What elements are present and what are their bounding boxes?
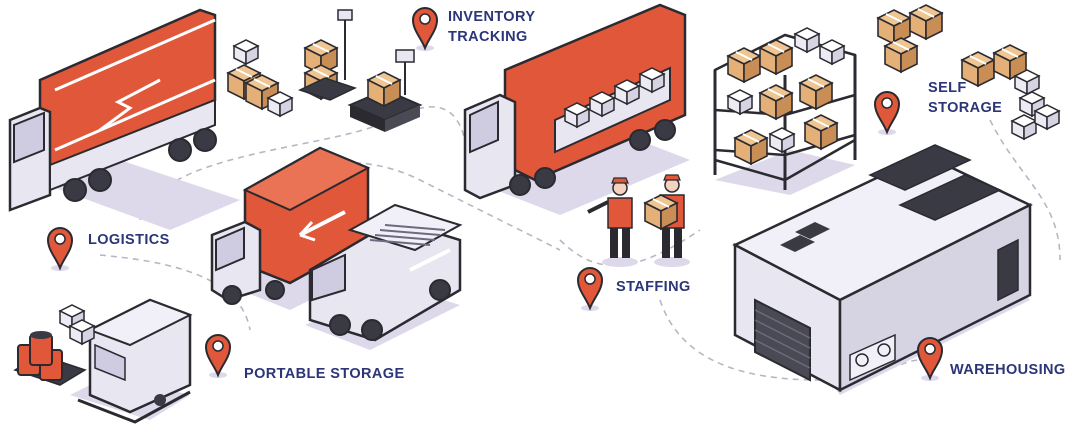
warehouse-icon (732, 144, 1033, 395)
label-portable-storage: PORTABLE STORAGE (244, 366, 405, 382)
van-icon (305, 203, 463, 350)
worker-with-box-icon (644, 174, 690, 267)
route-logistics-portable (99, 254, 251, 331)
map-pin-icon (47, 227, 73, 272)
label-self-storage: SELF STORAGE (928, 78, 1002, 118)
scale-icon (347, 49, 423, 132)
label-inventory-line2: TRACKING (448, 29, 528, 45)
label-logistics: LOGISTICS (88, 232, 170, 248)
map-pin-icon (577, 267, 603, 312)
label-warehousing: WAREHOUSING (950, 362, 1066, 378)
label-self-line1: SELF (928, 80, 967, 96)
self-storage-boxes-icon (877, 4, 1060, 140)
inventory-boxes-icon (227, 9, 357, 117)
label-staffing: STAFFING (616, 279, 691, 295)
label-inventory-tracking: INVENTORY TRACKING (448, 7, 535, 47)
route-self-warehouse (989, 119, 1061, 261)
map-pin-icon (205, 334, 231, 379)
tracking-truck-icon (463, 3, 690, 215)
worker-icon (587, 177, 638, 267)
portable-storage-truck-icon (210, 146, 371, 310)
route-staffing-warehouse (659, 299, 921, 381)
map-pin-icon (412, 7, 438, 52)
logistics-truck-icon (8, 8, 240, 230)
label-inventory-line1: INVENTORY (448, 9, 536, 25)
label-self-line2: STORAGE (928, 100, 1003, 116)
route-logistics-tracking (139, 106, 466, 221)
generator-icon (70, 298, 193, 424)
map-pin-icon (874, 91, 900, 136)
barrels-icon (13, 304, 95, 386)
shelf-icon (713, 27, 857, 195)
map-pin-icon (917, 337, 943, 382)
route-portable-staffing (249, 161, 561, 251)
